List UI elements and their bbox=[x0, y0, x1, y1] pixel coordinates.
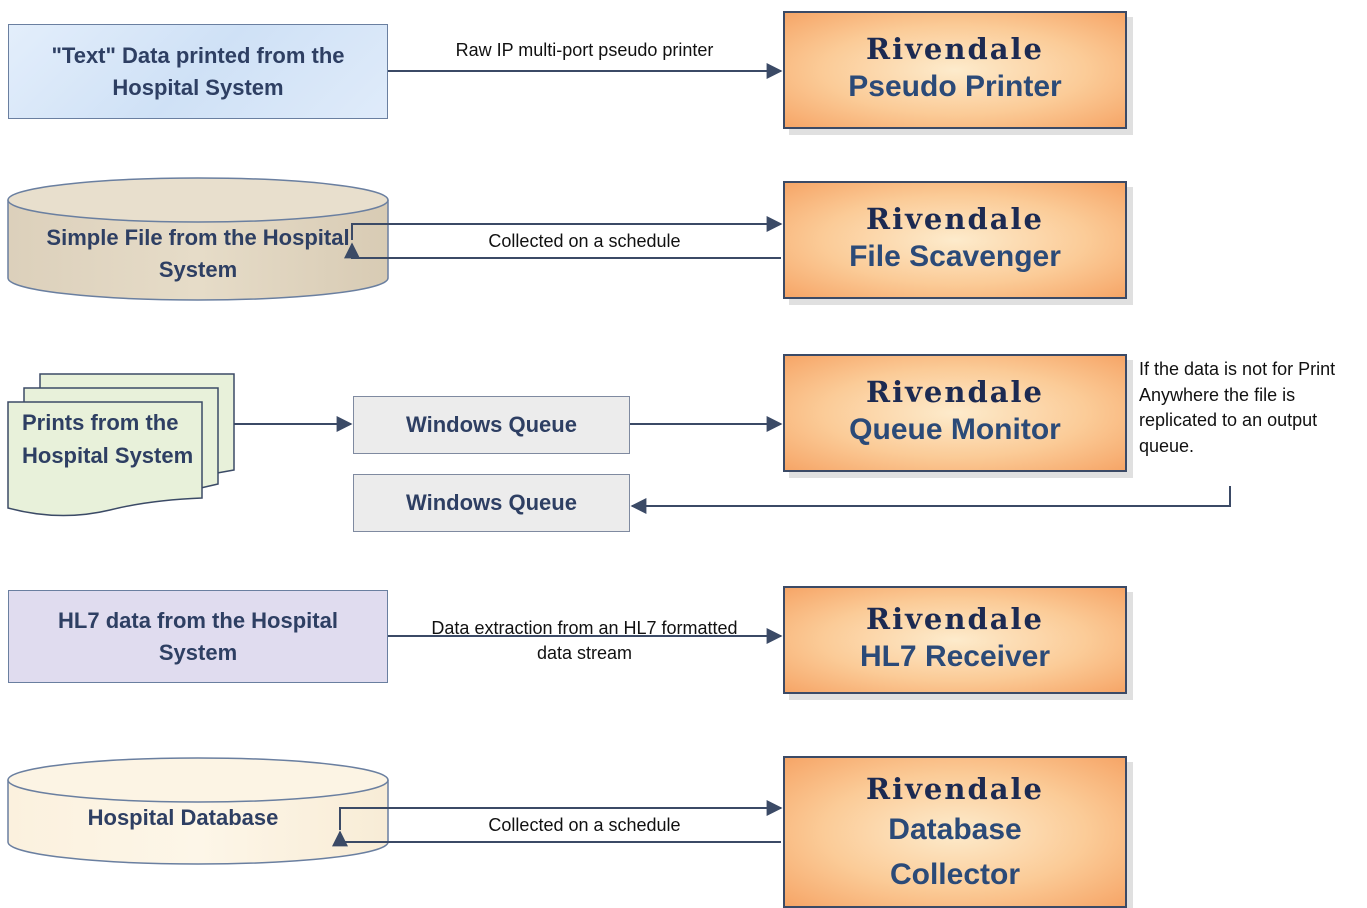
database-collector-title: Database Collector bbox=[888, 812, 1022, 891]
raw-ip-connector-label: Raw IP multi-port pseudo printer bbox=[455, 40, 714, 60]
rivendale-brand: Rivendale bbox=[865, 201, 1045, 236]
database-schedule-label: Collected on a schedule bbox=[488, 815, 681, 835]
text-data-source-box: "Text" Data printed from the Hospital Sy… bbox=[8, 24, 388, 119]
file-schedule-label: Collected on a schedule bbox=[488, 231, 681, 251]
windows-queue-output: Windows Queue bbox=[353, 474, 630, 532]
queue-replication-note: If the data is not for Print Anywhere th… bbox=[1139, 359, 1336, 456]
hl7-connector-label: Data extraction from an HL7 formatted da… bbox=[431, 618, 738, 664]
rivendale-brand: Rivendale bbox=[865, 31, 1045, 66]
queue-monitor-box: Rivendale Queue Monitor bbox=[783, 354, 1127, 472]
hl7-receiver-box: Rivendale HL7 Receiver bbox=[783, 586, 1127, 694]
file-scavenger-box: Rivendale File Scavenger bbox=[783, 181, 1127, 299]
text-data-source-label: "Text" Data printed from the Hospital Sy… bbox=[51, 42, 345, 100]
rivendale-brand: Rivendale bbox=[865, 772, 1045, 806]
hl7-source-label: HL7 data from the Hospital System bbox=[58, 607, 338, 665]
file-scavenger-title: File Scavenger bbox=[849, 240, 1061, 274]
queue-monitor-title: Queue Monitor bbox=[849, 413, 1061, 447]
rivendale-brand: Rivendale bbox=[865, 601, 1045, 636]
pseudo-printer-box: Rivendale Pseudo Printer bbox=[783, 11, 1127, 129]
hl7-receiver-title: HL7 Receiver bbox=[859, 640, 1051, 674]
pseudo-printer-title: Pseudo Printer bbox=[848, 70, 1062, 104]
database-collector-box: Rivendale Database Collector bbox=[783, 756, 1127, 908]
hl7-source-box: HL7 data from the Hospital System bbox=[8, 590, 388, 683]
windows-queue-input: Windows Queue bbox=[353, 396, 630, 454]
hospital-database-label: Hospital Database bbox=[87, 805, 279, 830]
arrow-file-to-scavenger bbox=[351, 216, 783, 240]
arrow-scavenger-to-file bbox=[344, 242, 781, 259]
file-cylinder bbox=[7, 177, 389, 301]
rivendale-brand: Rivendale bbox=[865, 374, 1045, 409]
simple-file-label: Simple File from the Hospital System bbox=[46, 225, 350, 282]
multi-document-shape bbox=[7, 373, 235, 517]
arrow-note-to-output-queue bbox=[630, 486, 1231, 514]
prints-source-label: Prints from the Hospital System bbox=[22, 410, 194, 468]
arrow-database-to-collector bbox=[339, 800, 783, 830]
arrow-collector-to-database bbox=[332, 830, 781, 847]
database-cylinder bbox=[7, 757, 389, 865]
